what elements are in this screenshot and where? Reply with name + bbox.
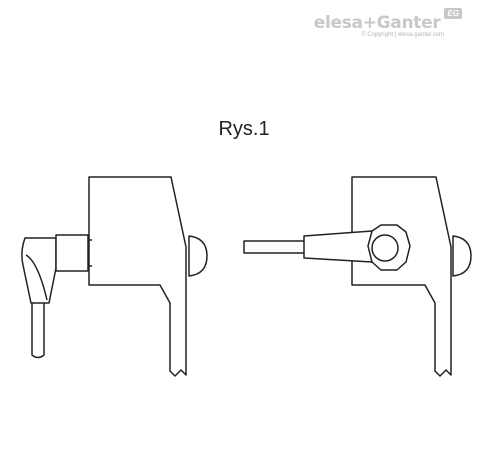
left-cable (31, 297, 45, 359)
brand-name: elesa+Ganter (313, 13, 441, 33)
left-housing (88, 176, 187, 377)
figure-title: Rys.1 (218, 118, 270, 140)
brand-badge: EG (444, 8, 462, 19)
left-connector-elbow (21, 237, 57, 304)
left-view (21, 176, 208, 377)
right-cable (243, 240, 307, 254)
left-connector-edge (88, 239, 92, 267)
left-knob (188, 235, 208, 277)
right-view (243, 176, 472, 377)
right-housing (351, 176, 452, 377)
brand-logo: elesa+Ganter EG © Copyright | elesa-gant… (314, 8, 462, 38)
copyright-notice: © Copyright | elesa-ganter.com (361, 32, 444, 38)
left-connector-inner-curve (25, 254, 48, 301)
left-connector-nut (55, 234, 89, 272)
right-connector-body (303, 230, 373, 263)
right-knob (452, 235, 472, 277)
right-connector-bore (371, 234, 399, 262)
